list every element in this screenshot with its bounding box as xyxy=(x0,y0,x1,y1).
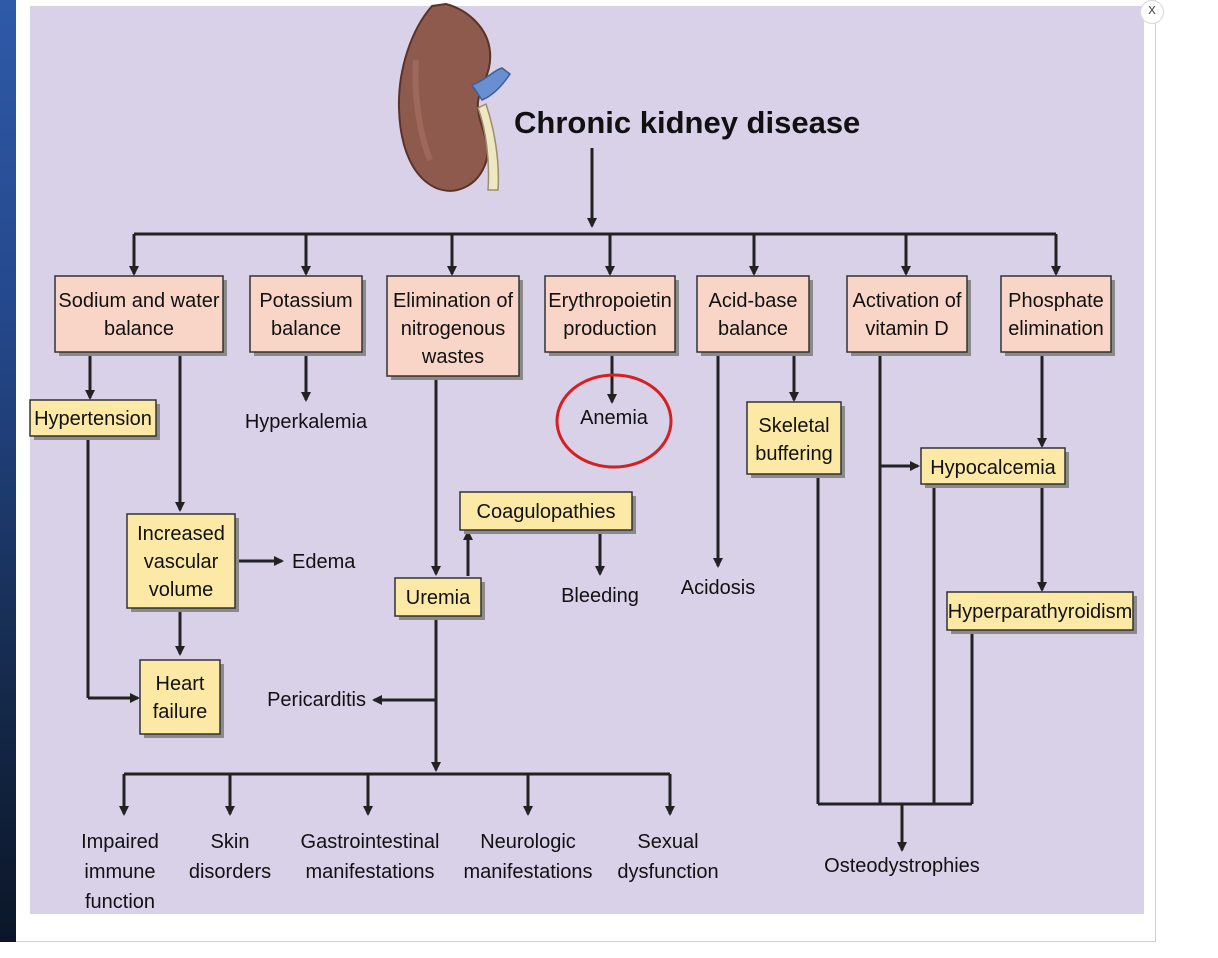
node-skeletal-buffering: Skeletal buffering xyxy=(746,401,845,478)
node-label: Coagulopathies xyxy=(477,501,616,523)
node-hypertension: Hypertension xyxy=(29,399,160,440)
node-uremia: Uremia xyxy=(394,577,485,620)
node-neurologic-manifestations: Neurologic manifestations xyxy=(464,831,593,883)
node-label: balance xyxy=(271,318,341,340)
ckd-diagram: Chronic kidney disease xyxy=(29,2,1144,914)
node-label: Sodium and water xyxy=(58,290,220,312)
node-hyperkalemia: Hyperkalemia xyxy=(245,411,368,433)
node-sodium-water-balance: Sodium and water balance xyxy=(54,275,227,356)
node-increased-vascular-volume: Increased vascular volume xyxy=(126,513,239,612)
node-acidosis: Acidosis xyxy=(681,577,755,599)
node-label: disorders xyxy=(189,861,271,883)
node-osteodystrophies: Osteodystrophies xyxy=(824,855,980,877)
node-activation-vitamin-d: Activation of vitamin D xyxy=(846,275,971,356)
node-label: nitrogenous xyxy=(401,318,506,340)
node-impaired-immune-function: Impaired immune function xyxy=(81,831,159,913)
node-label: Erythropoietin xyxy=(548,290,671,312)
node-acid-base-balance: Acid-base balance xyxy=(696,275,813,356)
node-anemia: Anemia xyxy=(580,407,649,429)
node-label: failure xyxy=(153,701,207,723)
highlight-circle xyxy=(555,373,673,469)
node-elimination-nitrogenous-wastes: Elimination of nitrogenous wastes xyxy=(386,275,523,380)
node-edema: Edema xyxy=(292,551,356,573)
node-label: Heart xyxy=(156,673,205,695)
node-label: Skin xyxy=(211,831,250,853)
node-heart-failure: Heart failure xyxy=(139,659,224,738)
node-gastrointestinal-manifestations: Gastrointestinal manifestations xyxy=(301,831,440,883)
node-potassium-balance: Potassium balance xyxy=(249,275,366,356)
node-label: manifestations xyxy=(306,861,435,883)
node-label: Hypocalcemia xyxy=(930,457,1056,479)
node-label: buffering xyxy=(755,443,832,465)
window-left-edge xyxy=(0,0,16,942)
node-hyperparathyroidism: Hyperparathyroidism xyxy=(946,591,1137,634)
kidney-icon xyxy=(397,2,512,192)
node-label: Uremia xyxy=(406,587,471,609)
node-erythropoietin-production: Erythropoietin production xyxy=(544,275,679,356)
node-label: dysfunction xyxy=(617,861,718,883)
node-label: balance xyxy=(104,318,174,340)
node-label: vascular xyxy=(144,551,219,573)
node-hypocalcemia: Hypocalcemia xyxy=(920,447,1069,488)
image-viewer: Chronic kidney disease xyxy=(16,0,1164,942)
node-pericarditis: Pericarditis xyxy=(267,689,366,711)
node-label: Neurologic xyxy=(480,831,576,853)
node-label: immune xyxy=(84,861,155,883)
node-label: function xyxy=(85,891,155,913)
node-label: Hyperparathyroidism xyxy=(948,601,1133,623)
node-label: Sexual xyxy=(637,831,698,853)
node-label: Phosphate xyxy=(1008,290,1104,312)
node-label: elimination xyxy=(1008,318,1104,340)
node-phosphate-elimination: Phosphate elimination xyxy=(1000,275,1115,356)
node-label: Skeletal xyxy=(758,415,829,437)
node-label: balance xyxy=(718,318,788,340)
close-button[interactable]: x xyxy=(1140,0,1164,24)
node-label: Gastrointestinal xyxy=(301,831,440,853)
node-sexual-dysfunction: Sexual dysfunction xyxy=(617,831,718,883)
node-label: Potassium xyxy=(259,290,352,312)
connectors xyxy=(85,148,1061,852)
node-label: manifestations xyxy=(464,861,593,883)
node-label: vitamin D xyxy=(865,318,948,340)
node-label: production xyxy=(563,318,656,340)
node-skin-disorders: Skin disorders xyxy=(189,831,271,883)
node-label: Hypertension xyxy=(34,408,152,430)
node-label: Elimination of xyxy=(393,290,514,312)
node-label: wastes xyxy=(421,346,484,368)
node-label: Increased xyxy=(137,523,225,545)
node-label: Impaired xyxy=(81,831,159,853)
node-label: volume xyxy=(149,579,213,601)
node-label: Acid-base xyxy=(709,290,798,312)
node-bleeding: Bleeding xyxy=(561,585,639,607)
diagram-title: Chronic kidney disease xyxy=(514,105,860,140)
node-coagulopathies: Coagulopathies xyxy=(459,491,636,534)
node-label: Activation of xyxy=(853,290,962,312)
